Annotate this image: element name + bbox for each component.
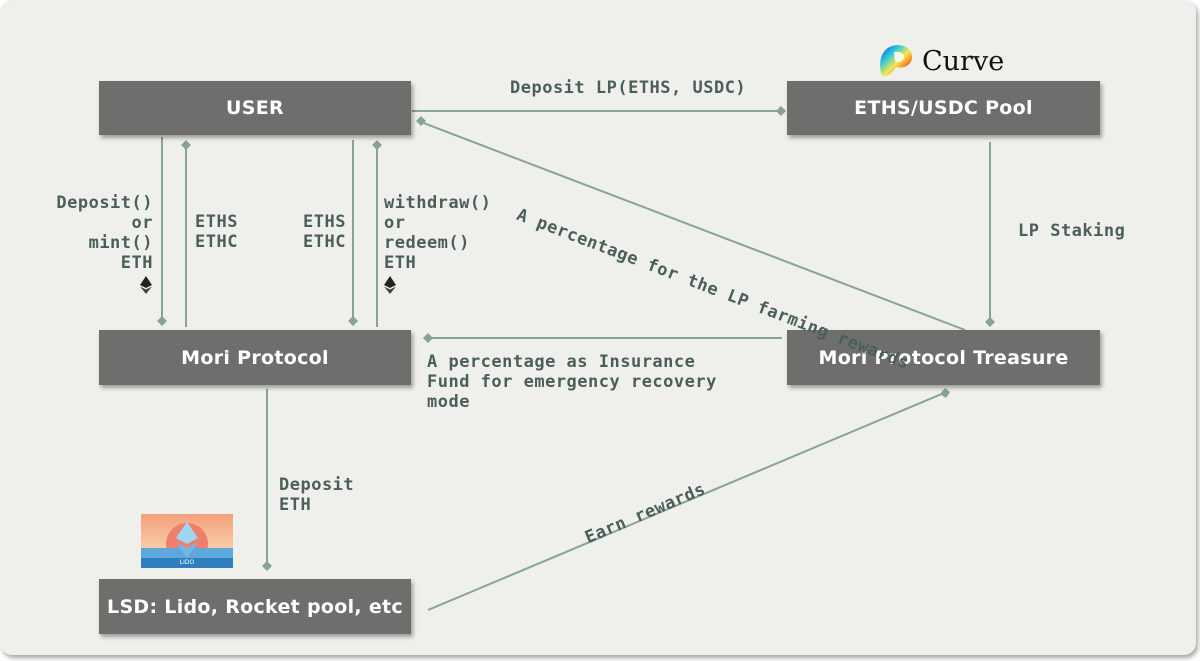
label-deposit-mint: Deposit() or mint() ETH <box>40 193 153 273</box>
node-mori-protocol-treasure: Mori Protocol Treasure <box>787 330 1100 385</box>
node-user: USER <box>99 81 411 135</box>
label-line: Deposit() <box>56 193 153 213</box>
edge-marker <box>423 333 433 343</box>
label-line: mint() <box>88 233 153 253</box>
label-eths-ethc-right: ETHS ETHC <box>303 212 346 252</box>
edge-marker <box>181 140 191 150</box>
edge-marker <box>372 140 382 150</box>
label-deposit-eth: Deposit ETH <box>279 475 354 515</box>
label-insurance-fund: A percentage as Insurance Fund for emerg… <box>427 352 717 412</box>
edge-marker <box>262 561 272 571</box>
curve-brand: Curve <box>876 42 1004 80</box>
node-mori-protocol: Mori Protocol <box>99 330 411 385</box>
label-lp-staking: LP Staking <box>1018 221 1126 241</box>
label-line: ETHC <box>303 232 346 252</box>
label-line: mode <box>427 392 470 412</box>
label-line: withdraw() <box>384 193 492 213</box>
edge-marker <box>776 106 786 116</box>
edge-marker <box>416 116 426 126</box>
label-line: Fund for emergency recovery <box>427 372 717 392</box>
edge-treasure-to-user <box>420 121 966 331</box>
label-line: or <box>384 213 406 233</box>
label-withdraw-redeem: withdraw() or redeem() ETH <box>384 193 491 273</box>
label-line: Deposit <box>279 475 355 495</box>
label-line: ETHC <box>195 232 238 252</box>
edge-marker <box>348 316 358 326</box>
edge-marker <box>940 388 950 398</box>
label-line: or <box>131 213 153 233</box>
node-lsd: LSD: Lido, Rocket pool, etc <box>99 579 411 634</box>
label-eths-ethc-left: ETHS ETHC <box>195 212 238 252</box>
curve-logo-icon <box>880 45 912 77</box>
label-line: ETH <box>120 253 153 273</box>
label-line: ETHS <box>195 212 238 232</box>
label-line: ETHS <box>303 212 346 232</box>
label-line: redeem() <box>384 233 470 253</box>
lido-logo-text: LIDO <box>180 559 195 566</box>
edge-marker <box>985 317 995 327</box>
ethereum-icon <box>384 276 396 294</box>
edge-marker <box>157 316 167 326</box>
lido-logo-icon: LIDO <box>141 514 233 572</box>
label-deposit-lp: Deposit LP(ETHS, USDC) <box>510 78 747 98</box>
edge-lsd-to-treasure <box>427 392 945 611</box>
label-line: ETH <box>384 253 417 273</box>
label-line: ETH <box>279 495 312 515</box>
label-line: A percentage as Insurance <box>427 352 696 372</box>
node-eths-usdc-pool: ETHS/USDC Pool <box>787 81 1100 135</box>
ethereum-icon <box>140 276 152 294</box>
curve-logo-text: Curve <box>922 45 1005 77</box>
